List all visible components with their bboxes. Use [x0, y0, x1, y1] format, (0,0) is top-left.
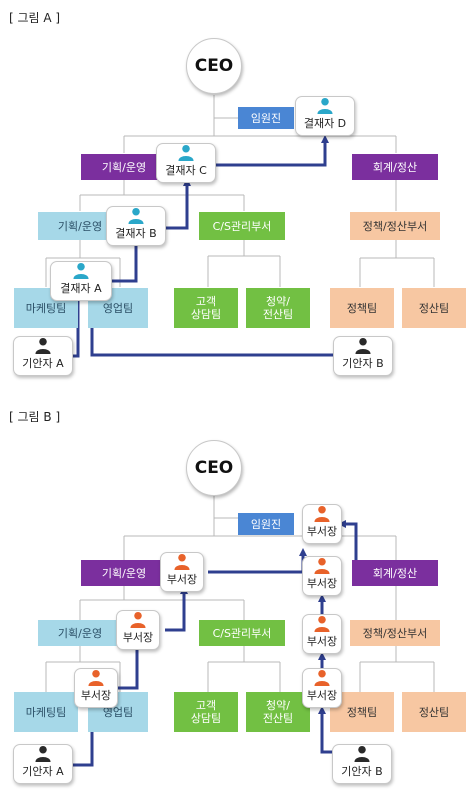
dept-head-label: 부서장 — [166, 573, 198, 586]
approver-c-card: 결재자 C — [156, 143, 216, 183]
exec-node: 임원진 — [238, 513, 294, 535]
ceo-node: CEO — [186, 38, 242, 94]
settlement-team-node: 정산팀 — [402, 692, 466, 732]
person-orange-icon — [314, 505, 330, 522]
drafter-b-card: 기안자 B — [333, 336, 393, 376]
approver-c-label: 결재자 C — [165, 164, 207, 177]
dept-head-planning-sub-card: 부서장 — [116, 610, 160, 650]
person-orange-icon — [314, 669, 330, 686]
person-orange-icon — [314, 615, 330, 632]
marketing-team-node: 마케팅팀 — [14, 692, 78, 732]
planning-ops-top-node: 기획/운영 — [81, 154, 167, 180]
approver-d-label: 결재자 D — [303, 117, 347, 130]
ceo-node: CEO — [186, 440, 242, 496]
dept-head-policy-team-card: 부서장 — [302, 668, 342, 708]
drafter-a-card: 기안자 A — [13, 336, 73, 376]
dept-head-planning-top-card: 부서장 — [160, 552, 204, 592]
dept-head-label: 부서장 — [306, 577, 338, 590]
dept-head-sales-card: 부서장 — [74, 668, 118, 708]
planning-ops-sub-node: 기획/운영 — [38, 620, 122, 646]
dept-head-label: 부서장 — [306, 525, 338, 538]
planning-ops-top-node: 기획/운영 — [81, 560, 167, 586]
person-teal-icon — [128, 207, 144, 224]
approver-a-label: 결재자 A — [60, 282, 102, 295]
person-dark-icon — [354, 745, 370, 762]
person-orange-icon — [130, 611, 146, 628]
drafter-a-card: 기안자 A — [13, 744, 73, 784]
person-orange-icon — [174, 553, 190, 570]
drafter-b-label: 기안자 B — [341, 765, 383, 778]
drafter-a-label: 기안자 A — [22, 765, 64, 778]
dept-head-accounting-card: 부서장 — [302, 556, 342, 596]
figure-b-caption: [ 그림 B ] — [9, 410, 61, 424]
person-orange-icon — [314, 557, 330, 574]
cs-team-customer-node: 고객 상담팀 — [174, 692, 238, 732]
cs-team-subscription-node: 청약/ 전산팀 — [246, 288, 310, 328]
person-dark-icon — [35, 337, 51, 354]
cs-dept-node: C/S관리부서 — [199, 620, 285, 646]
approver-d-card: 결재자 D — [295, 96, 355, 136]
dept-head-exec-card: 부서장 — [302, 504, 342, 544]
cs-dept-node: C/S관리부서 — [199, 212, 285, 240]
person-teal-icon — [73, 262, 89, 279]
figure-a-connectors — [45, 95, 435, 358]
person-orange-icon — [88, 669, 104, 686]
cs-team-customer-node: 고객 상담팀 — [174, 288, 238, 328]
figure-a: [ 그림 A ] — [9, 11, 466, 376]
cs-team-subscription-node: 청약/ 전산팀 — [246, 692, 310, 732]
dept-head-label: 부서장 — [306, 689, 338, 702]
dept-head-policy-dept-card: 부서장 — [302, 614, 342, 654]
exec-node: 임원진 — [238, 107, 294, 129]
policy-team-node: 정책팀 — [330, 288, 394, 328]
approver-a-card: 결재자 A — [50, 261, 112, 301]
person-dark-icon — [35, 745, 51, 762]
settlement-team-node: 정산팀 — [402, 288, 466, 328]
accounting-node: 회계/정산 — [352, 154, 438, 180]
approver-b-card: 결재자 B — [106, 206, 166, 246]
person-teal-icon — [178, 144, 194, 161]
policy-dept-node: 정책/정산부서 — [350, 620, 440, 646]
accounting-node: 회계/정산 — [352, 560, 438, 586]
drafter-b-label: 기안자 B — [342, 357, 384, 370]
figure-a-caption: [ 그림 A ] — [9, 11, 61, 25]
dept-head-label: 부서장 — [80, 689, 112, 702]
dept-head-label: 부서장 — [122, 631, 154, 644]
drafter-b-card: 기안자 B — [332, 744, 392, 784]
person-dark-icon — [355, 337, 371, 354]
dept-head-label: 부서장 — [306, 635, 338, 648]
figure-b: [ 그림 B ] — [0, 400, 475, 800]
person-teal-icon — [317, 97, 333, 114]
approver-b-label: 결재자 B — [115, 227, 157, 240]
drafter-a-label: 기안자 A — [22, 357, 64, 370]
policy-dept-node: 정책/정산부서 — [350, 212, 440, 240]
